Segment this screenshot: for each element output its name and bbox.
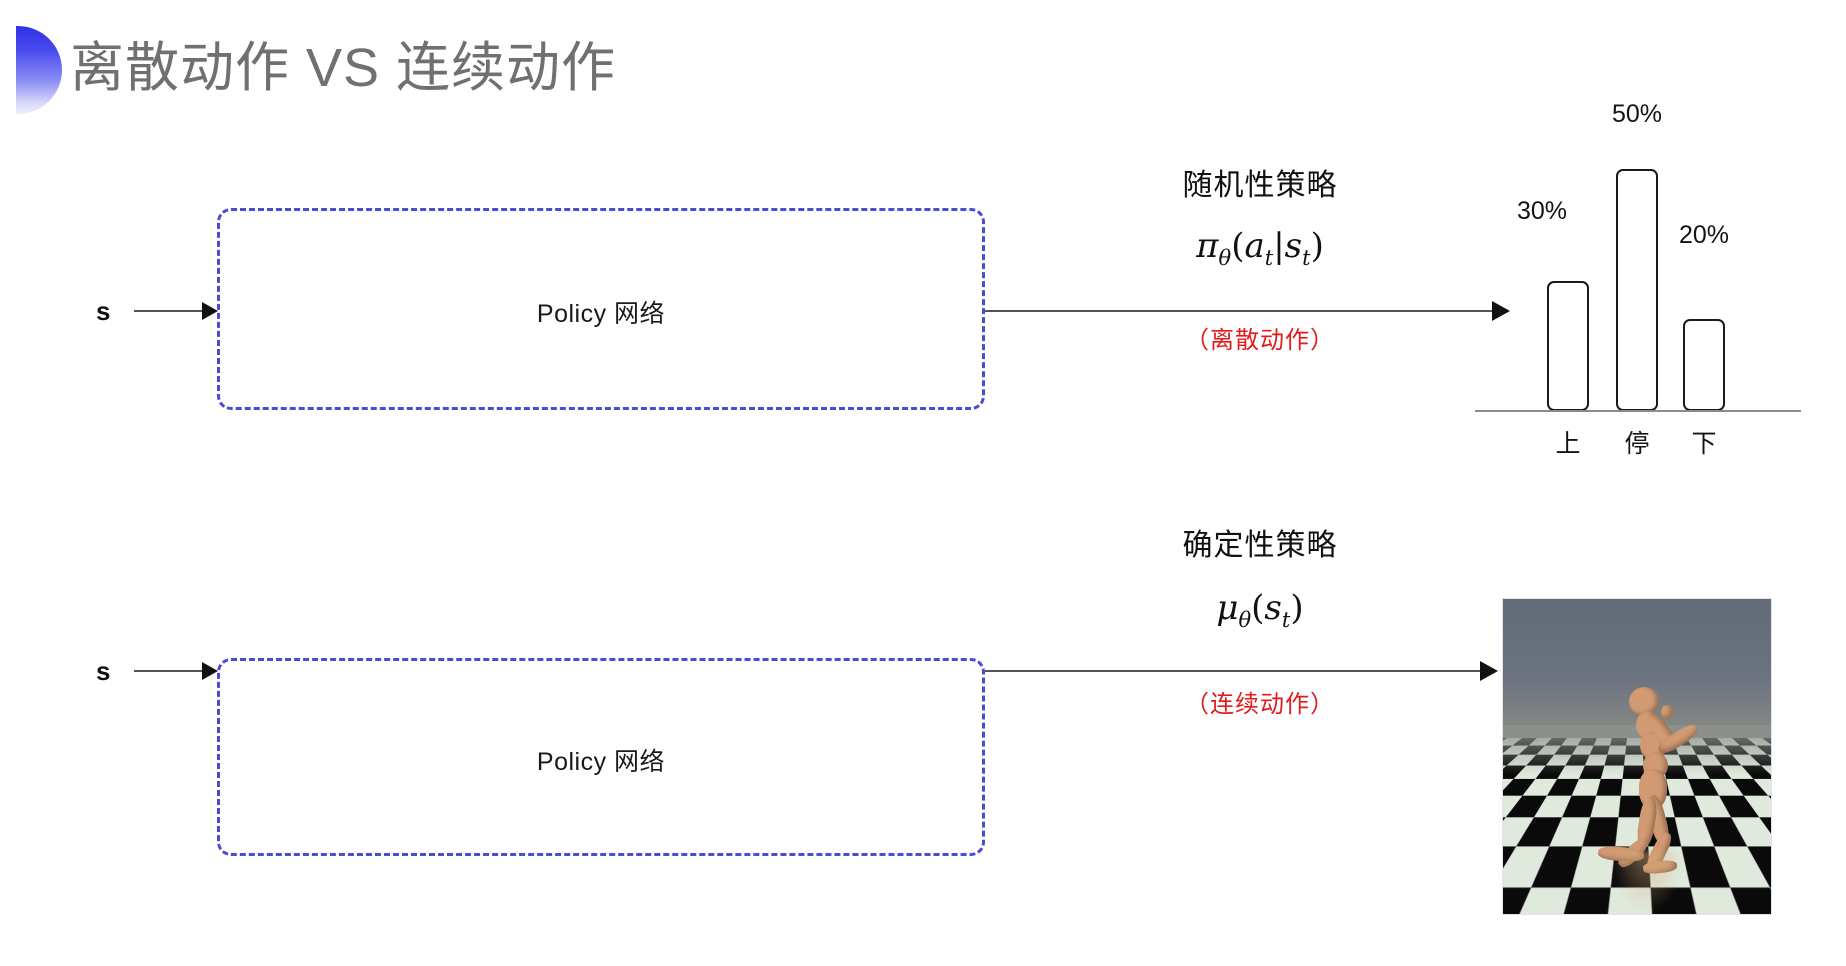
formula-theta: θ xyxy=(1218,245,1232,270)
discrete-policy-network-label: Policy 网络 xyxy=(536,300,666,328)
bar-category-1: 停 xyxy=(1624,430,1650,458)
discrete-action-note: （离散动作） xyxy=(1185,326,1335,354)
page-title: 离散动作 VS 连续动作 xyxy=(70,38,617,98)
bar-category-0: 上 xyxy=(1555,430,1581,458)
discrete-policy-formula: πθ(at|st) xyxy=(1100,226,1420,270)
continuous-input-arrow-head xyxy=(202,662,218,680)
formula-s: s xyxy=(1284,226,1303,266)
chart-x-axis-line xyxy=(1475,410,1801,412)
bar-2 xyxy=(1683,319,1725,411)
discrete-action-row: s Policy 网络 随机性策略 πθ(at|st) （离散动作） 30% 5… xyxy=(0,0,1846,480)
formula-theta: θ xyxy=(1238,607,1252,632)
discrete-input-arrow-line xyxy=(134,310,206,312)
formula-mu: μ xyxy=(1216,588,1239,628)
continuous-annotation: 确定性策略 μθ(st) （连续动作） xyxy=(1100,520,1420,719)
bar-1 xyxy=(1616,169,1658,411)
formula-close-paren: ) xyxy=(1290,588,1304,628)
discrete-policy-network-box[interactable]: Policy 网络 xyxy=(217,208,985,410)
continuous-policy-network-box[interactable]: Policy 网络 xyxy=(217,658,985,856)
discrete-output-arrow-line xyxy=(985,310,1497,312)
continuous-action-note: （连续动作） xyxy=(1185,690,1335,718)
continuous-output-arrow-line xyxy=(985,670,1485,672)
continuous-input-state-label: s xyxy=(96,656,111,686)
bar-value-0: 30% xyxy=(1516,197,1568,225)
formula-bar: | xyxy=(1273,226,1285,266)
formula-s: s xyxy=(1264,588,1282,628)
action-probability-bar-chart: 30% 50% 20% 上 停 下 xyxy=(0,0,1846,480)
discrete-input-arrow-head xyxy=(202,302,218,320)
bar-value-2: 20% xyxy=(1678,221,1730,249)
formula-s-sub: t xyxy=(1302,245,1311,270)
humanoid-simulation-image xyxy=(1502,598,1772,915)
formula-pi: π xyxy=(1196,226,1219,266)
formula-a: a xyxy=(1244,226,1265,266)
discrete-annotation-title: 随机性策略 xyxy=(1182,169,1338,202)
continuous-output-arrow-head xyxy=(1480,661,1498,681)
bar-value-1: 50% xyxy=(1611,100,1663,128)
continuous-policy-formula: μθ(st) xyxy=(1100,588,1420,632)
continuous-action-row: s Policy 网络 确定性策略 μθ(st) （连续动作） xyxy=(0,480,1846,966)
formula-open-paren: ( xyxy=(1231,226,1245,266)
bar-0 xyxy=(1547,281,1589,411)
formula-s-sub: t xyxy=(1281,607,1291,632)
discrete-input-state-label: s xyxy=(96,296,111,326)
formula-close-paren: ) xyxy=(1310,226,1324,266)
formula-a-sub: t xyxy=(1264,245,1274,270)
continuous-policy-network-label: Policy 网络 xyxy=(536,748,666,776)
discrete-output-arrow-head xyxy=(1492,301,1510,321)
continuous-annotation-title: 确定性策略 xyxy=(1182,529,1338,562)
sim-floor-reflection xyxy=(1610,851,1686,914)
continuous-input-arrow-line xyxy=(134,670,206,672)
humanoid-hand xyxy=(1661,705,1673,719)
bar-category-2: 下 xyxy=(1691,430,1717,458)
discrete-annotation: 随机性策略 πθ(at|st) （离散动作） xyxy=(1100,160,1420,355)
formula-open-paren: ( xyxy=(1251,588,1265,628)
